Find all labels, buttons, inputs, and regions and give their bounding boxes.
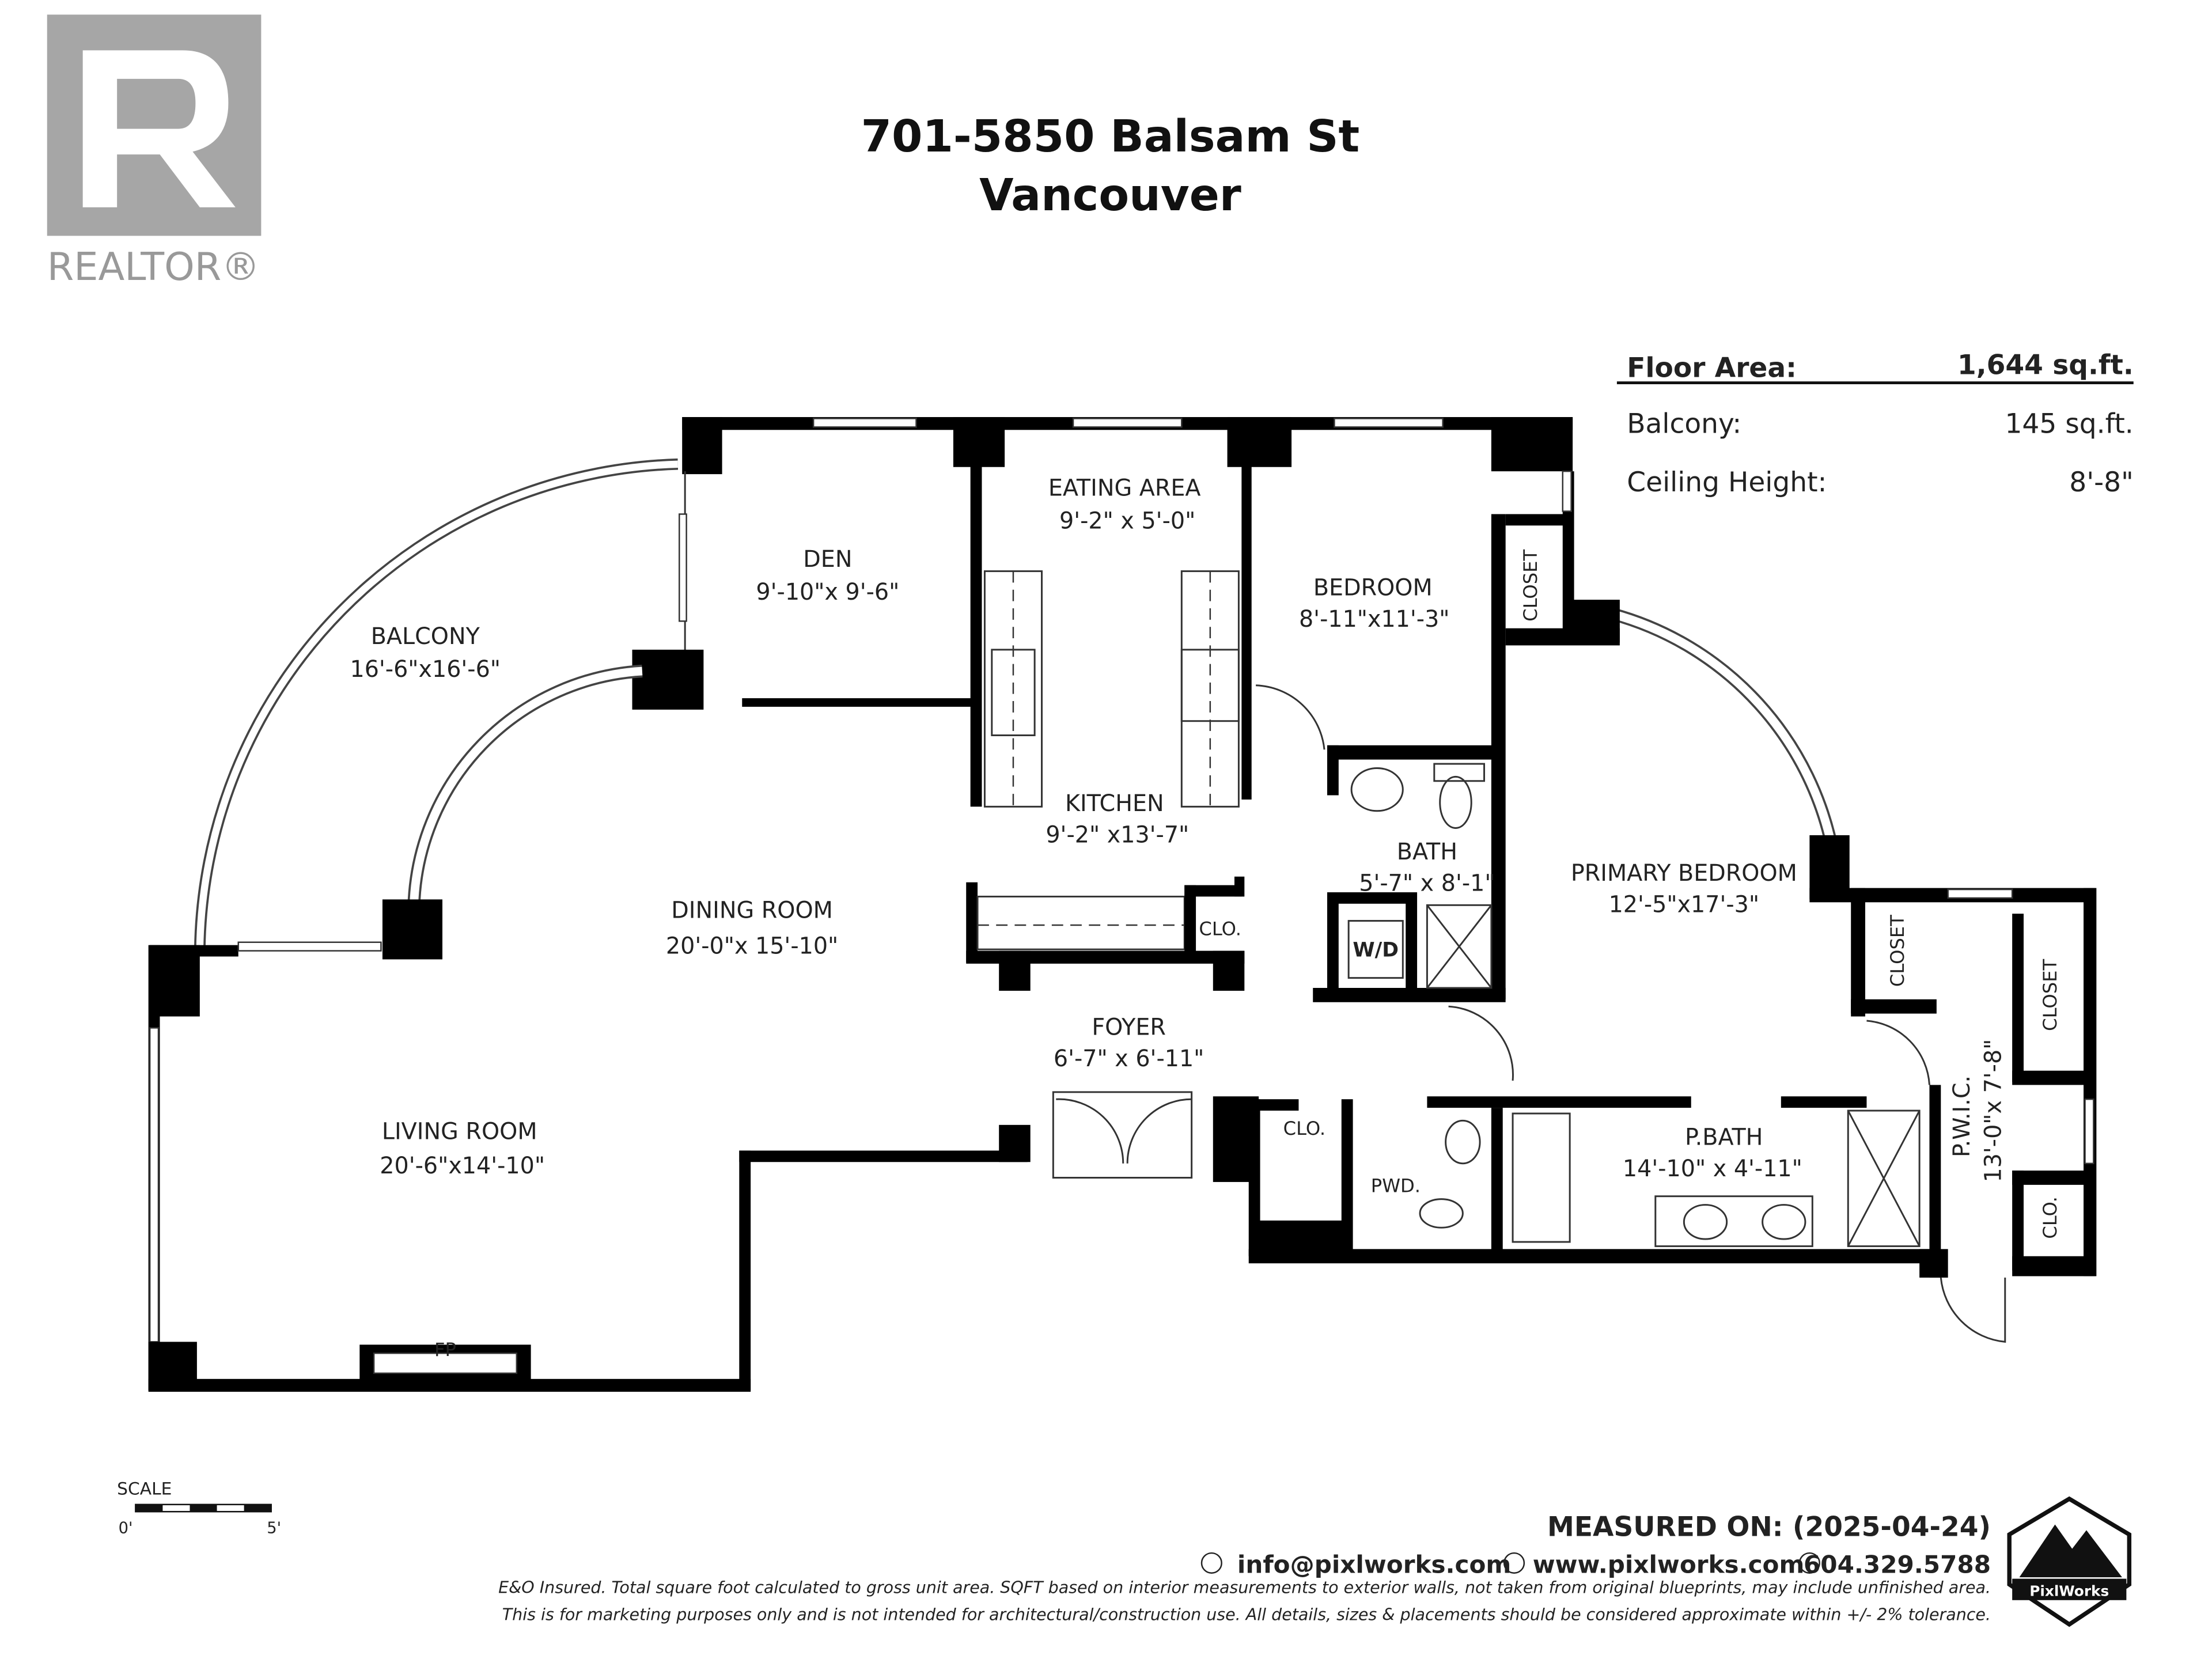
floor-area-label: Floor Area: <box>1627 353 1797 384</box>
bedroom-name: BEDROOM <box>1313 575 1433 601</box>
email-link[interactable]: info@pixlworks.com <box>1237 1551 1511 1579</box>
area-summary: Floor Area: 1,644 sq.ft. Balcony: 145 sq… <box>1616 350 2134 498</box>
pwic-clo-label: CLO. <box>2039 1196 2061 1239</box>
pixlworks-wordmark: PixlWorks <box>2029 1582 2109 1599</box>
bath-name: BATH <box>1397 839 1457 865</box>
living-room-dim: 20'-6"x14'-10" <box>380 1153 545 1179</box>
dining-room-name: DINING ROOM <box>671 897 833 924</box>
fireplace-label: FP <box>434 1339 456 1361</box>
ceiling-height-label: Ceiling Height: <box>1627 467 1827 498</box>
email-icon <box>1200 1552 1222 1574</box>
disclaimer-line-1: E&O Insured. Total square foot calculate… <box>498 1578 1991 1597</box>
phone-icon <box>1798 1552 1820 1574</box>
room-labels: EATING AREA 9'-2" x 5'-0" DEN 9'-10"x 9'… <box>350 475 2061 1361</box>
address-title: 701-5850 Balsam St <box>861 111 1360 162</box>
balcony-area-value: 145 sq.ft. <box>2005 408 2133 440</box>
scale-start: 0' <box>119 1519 133 1537</box>
primary-closet-label: CLOSET <box>1887 915 1908 987</box>
balcony-dim: 16'-6"x16'-6" <box>350 656 501 683</box>
balcony-area-label: Balcony: <box>1627 408 1741 440</box>
kitchen-dim: 9'-2" x13'-7" <box>1046 821 1189 848</box>
realtor-wordmark: REALTOR® <box>47 244 260 289</box>
foyer-name: FOYER <box>1092 1014 1166 1041</box>
scale-end: 5' <box>267 1519 281 1537</box>
bedroom-closet-label: CLOSET <box>1520 550 1541 622</box>
measured-on: MEASURED ON: (2025-04-24) <box>1547 1511 1991 1543</box>
pbath-dim: 14'-10" x 4'-11" <box>1623 1156 1802 1182</box>
den-name: DEN <box>803 546 852 573</box>
den-dim: 9'-10"x 9'-6" <box>756 579 899 605</box>
foyer-closet-label: CLO. <box>1283 1118 1326 1139</box>
floor-area-value: 1,644 sq.ft. <box>1957 350 2134 381</box>
pwic-name: P.W.I.C. <box>1949 1075 1975 1157</box>
eating-area-name: EATING AREA <box>1048 475 1201 501</box>
eating-area-dim: 9'-2" x 5'-0" <box>1059 507 1195 534</box>
kitchen-closet-label: CLO. <box>1199 918 1241 940</box>
kitchen-name: KITCHEN <box>1065 790 1164 817</box>
pwic-closet-label: CLOSET <box>2039 959 2061 1031</box>
pwic-dim: 13'-0"x 7'-8" <box>1980 1039 2006 1183</box>
globe-icon <box>1503 1552 1525 1574</box>
primary-bedroom-dim: 12'-5"x17'-3" <box>1609 892 1760 918</box>
footer: MEASURED ON: (2025-04-24) info@pixlworks… <box>498 1496 2132 1627</box>
balcony-name: BALCONY <box>371 623 480 650</box>
ceiling-height-value: 8'-8" <box>2069 467 2133 498</box>
scale-label: SCALE <box>117 1479 172 1499</box>
washer-dryer-label: W/D <box>1353 938 1399 961</box>
realtor-logo: REALTOR® <box>47 14 262 289</box>
scale-bar: SCALE 0' 5' <box>117 1479 281 1537</box>
bedroom-dim: 8'-11"x11'-3" <box>1299 606 1450 632</box>
pixlworks-logo: PixlWorks <box>2007 1496 2132 1627</box>
disclaimer-line-2: This is for marketing purposes only and … <box>502 1605 1991 1624</box>
pbath-name: P.BATH <box>1685 1124 1763 1151</box>
primary-bedroom-name: PRIMARY BEDROOM <box>1571 860 1797 887</box>
city-title: Vancouver <box>979 170 1241 221</box>
website-link[interactable]: www.pixlworks.com <box>1533 1551 1805 1579</box>
powder-room-name: PWD. <box>1371 1175 1421 1196</box>
dining-room-dim: 20'-0"x 15'-10" <box>666 933 838 960</box>
bath-dim: 5'-7" x 8'-1" <box>1359 870 1495 897</box>
phone-number: 604.329.5788 <box>1804 1551 1991 1579</box>
living-room-name: LIVING ROOM <box>382 1119 537 1145</box>
foyer-dim: 6'-7" x 6'-11" <box>1054 1046 1205 1072</box>
walls <box>148 417 2097 1392</box>
